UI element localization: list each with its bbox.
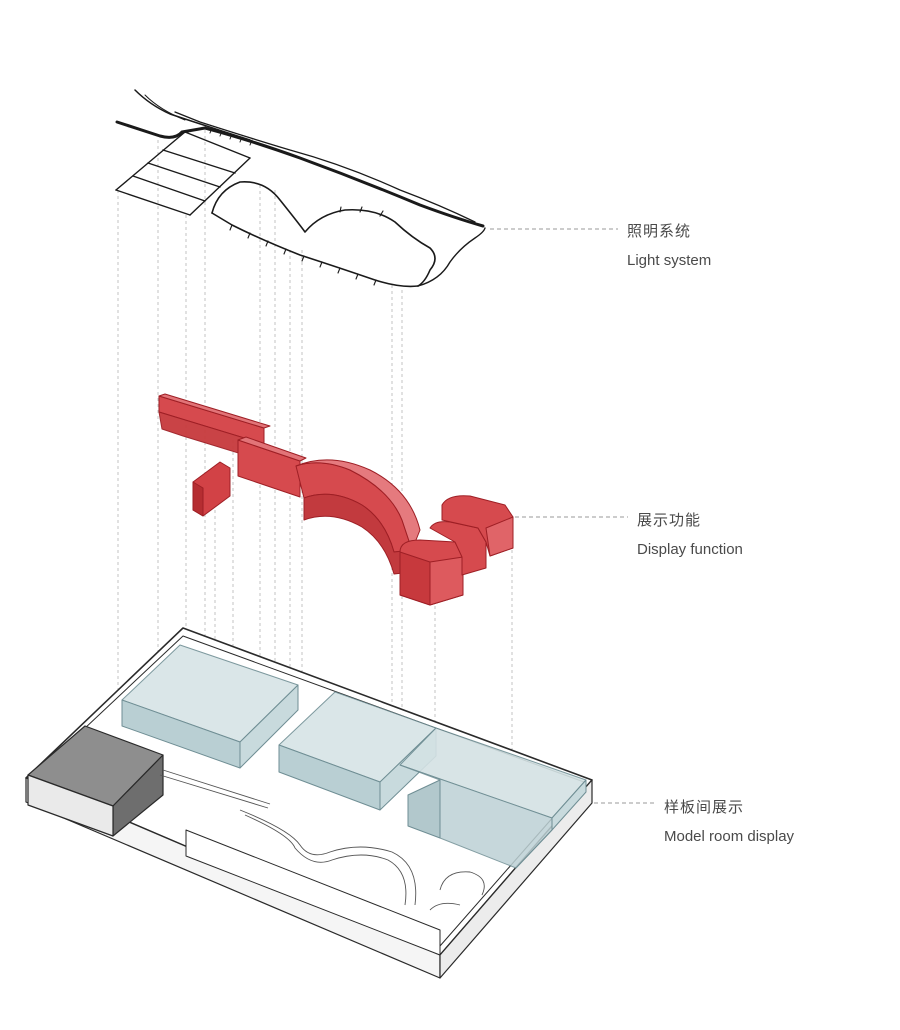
model-room-layer <box>26 628 592 978</box>
light-system-layer <box>116 90 485 286</box>
label-leader-lines <box>490 229 655 803</box>
model-room-label-zh: 样板间展示 <box>664 796 744 817</box>
display-function-label-zh: 展示功能 <box>637 509 701 530</box>
display-function-layer <box>159 394 513 605</box>
light-system-label-en: Light system <box>627 252 711 269</box>
light-system-label-zh: 照明系统 <box>627 220 691 241</box>
display-function-label-en: Display function <box>637 541 743 558</box>
model-room-label-en: Model room display <box>664 828 794 845</box>
